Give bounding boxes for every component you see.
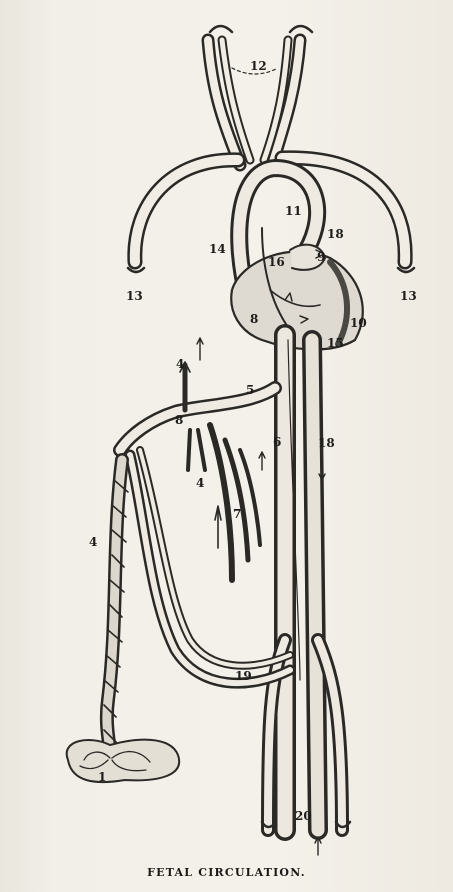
umbilical-cord [104,460,128,760]
label-4-top: 4 [176,358,184,370]
label-5: 5 [246,384,254,396]
label-6: 6 [273,436,281,448]
label-13-left: 13 [126,290,143,302]
label-4-cord: 4 [89,536,97,548]
label-7: 7 [233,508,241,520]
hepatic-branches [210,425,260,580]
label-20: 20 [295,810,312,822]
label-8-heart: 8 [250,313,258,325]
label-19: 19 [235,670,252,682]
figure-caption: FETAL CIRCULATION. [0,866,453,879]
label-4-mid: 4 [196,477,204,489]
label-1: 1 [98,771,106,783]
label-11: 11 [285,205,302,217]
label-8-branch: 8 [175,414,183,426]
label-18-upper: 18 [327,228,344,240]
label-18-lower: 18 [318,437,335,449]
heart [231,228,363,349]
label-9: 9 [317,251,325,263]
umbilical-arteries-loop [130,450,290,683]
central-trunk-vessels [285,335,318,830]
carotid-vessels [208,26,312,165]
placenta [67,740,180,782]
label-16: 16 [268,256,285,268]
label-12: 12 [250,60,267,72]
label-15: 15 [327,337,344,349]
label-10: 10 [350,317,367,329]
label-14: 14 [209,243,226,255]
label-13-right: 13 [400,290,417,302]
